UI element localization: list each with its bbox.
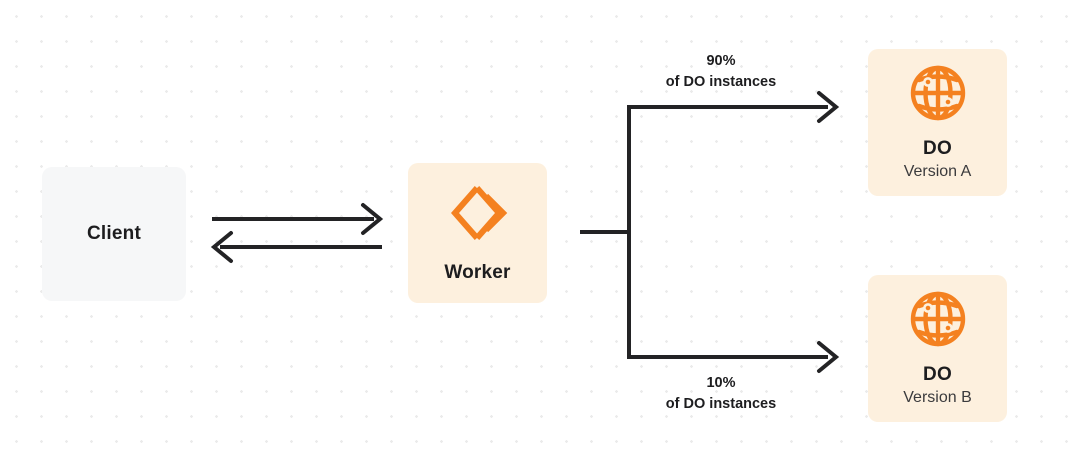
globe-icon (909, 290, 967, 348)
node-worker[interactable]: Worker (408, 163, 547, 303)
branch-connector (580, 105, 631, 358)
arrow-worker-to-do-b (627, 341, 840, 373)
node-do-b-version: Version B (903, 389, 972, 406)
node-do-a-label: DO (923, 138, 952, 159)
node-do-version-a[interactable]: DO Version A (868, 49, 1007, 196)
node-do-version-b[interactable]: DO Version B (868, 275, 1007, 422)
arrow-client-to-worker (212, 203, 384, 235)
edge-label-do-b-percent: 10% (706, 375, 736, 391)
worker-chevrons-icon (447, 182, 509, 244)
node-worker-label: Worker (444, 262, 511, 283)
edge-label-do-a: 90% of DO instances (627, 51, 815, 93)
node-client[interactable]: Client (42, 167, 186, 301)
edge-label-do-a-description: of DO instances (665, 74, 777, 91)
edge-label-do-b-description: of DO instances (665, 396, 777, 413)
globe-icon (909, 64, 967, 122)
edge-label-do-a-percent: 90% (706, 53, 736, 69)
node-do-a-version: Version A (903, 163, 972, 180)
arrow-worker-to-do-a (627, 91, 840, 123)
arrow-worker-to-client (210, 231, 382, 263)
node-do-b-label: DO (923, 364, 952, 385)
edge-label-do-b: 10% of DO instances (627, 373, 815, 415)
node-client-label: Client (87, 223, 141, 244)
